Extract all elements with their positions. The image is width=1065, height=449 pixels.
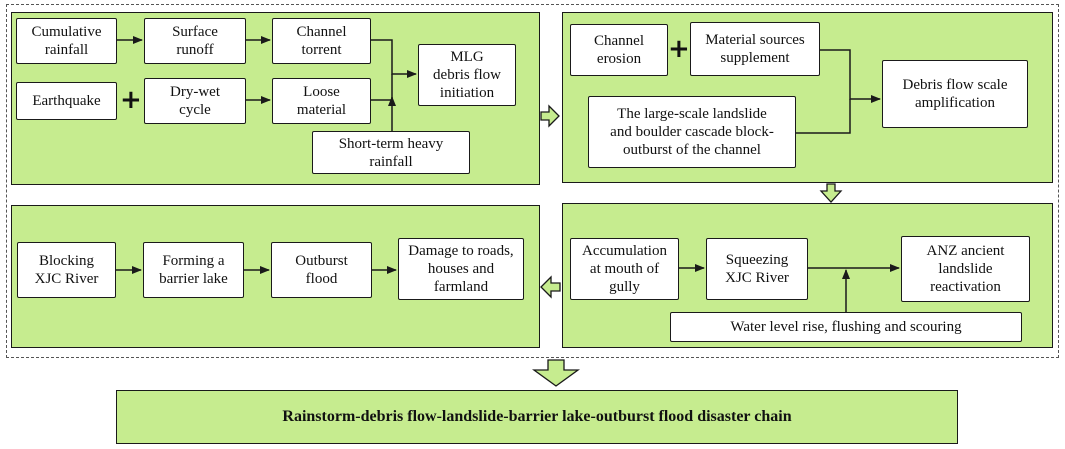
block-arrow-panel1-to-panel2 (540, 104, 560, 128)
block-arrow-panel2-to-panel3 (819, 183, 843, 203)
node-material-sources: Material sources supplement (690, 22, 820, 76)
node-earthquake: Earthquake (16, 82, 117, 120)
node-anz-reactivation: ANZ ancient landslide reactivation (901, 236, 1030, 302)
line-loose-to-initiation (371, 74, 393, 101)
process-boundary (6, 4, 1059, 358)
conclusion-box: Rainstorm-debris flow-landslide-barrier … (116, 390, 958, 444)
node-barrier-lake: Forming a barrier lake (143, 242, 244, 298)
node-water-level: Water level rise, flushing and scouring (670, 312, 1022, 342)
plus-icon: + (668, 34, 690, 64)
node-outburst-flood: Outburst flood (271, 242, 372, 298)
block-arrow-panel3-to-panel4 (540, 275, 561, 299)
node-channel-erosion: Channel erosion (570, 24, 668, 76)
line-torrent-to-initiation (371, 39, 417, 78)
node-surface-runoff: Surface runoff (144, 18, 246, 64)
line-material-to-amplification (820, 49, 881, 103)
node-accumulation: Accumulation at mouth of gully (570, 238, 679, 300)
node-loose-material: Loose material (272, 78, 371, 124)
node-scale-amplification: Debris flow scale amplification (882, 60, 1028, 128)
node-squeezing: Squeezing XJC River (706, 238, 808, 300)
node-cumulative-rainfall: Cumulative rainfall (16, 18, 117, 64)
node-short-term-rainfall: Short-term heavy rainfall (312, 131, 470, 174)
block-arrow-to-conclusion (532, 359, 580, 387)
plus-icon: + (120, 85, 142, 115)
node-blocking-river: Blocking XJC River (17, 242, 116, 298)
node-damage: Damage to roads, houses and farmland (398, 238, 524, 300)
node-landslide-block: The large-scale landslide and boulder ca… (588, 96, 796, 168)
node-dry-wet-cycle: Dry-wet cycle (144, 78, 246, 124)
line-landslide-to-amplification (796, 99, 851, 134)
node-channel-torrent: Channel torrent (272, 18, 371, 64)
node-mlg-initiation: MLG debris flow initiation (418, 44, 516, 106)
